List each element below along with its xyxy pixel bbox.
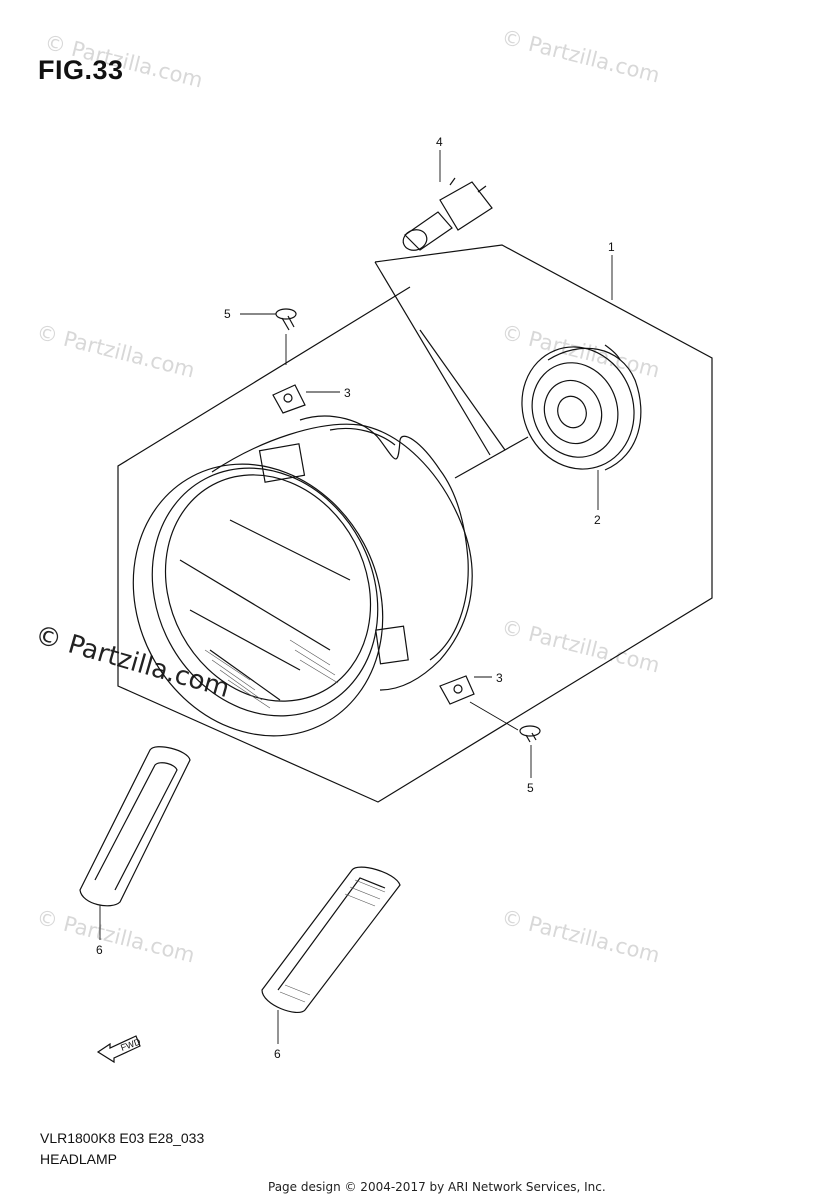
callout-2: 2 — [594, 513, 601, 527]
fwd-arrow — [96, 1035, 141, 1064]
side-reflector-left — [79, 746, 191, 907]
callout-1: 1 — [608, 240, 615, 254]
nut-upper — [272, 384, 306, 414]
nut-lower — [439, 675, 475, 705]
callout-6-left: 6 — [96, 943, 103, 957]
rubber-cap — [521, 344, 642, 471]
callout-6-right: 6 — [274, 1047, 281, 1061]
side-reflector-right — [261, 866, 401, 1013]
leader-lines — [99, 150, 613, 1044]
callout-5-lower: 5 — [527, 781, 534, 795]
copyright-footer: Page design © 2004-2017 by ARI Network S… — [268, 1180, 606, 1194]
bulb — [402, 177, 493, 251]
callout-4: 4 — [436, 135, 443, 149]
screw-lower — [519, 725, 541, 743]
diagram-caption: HEADLAMP — [40, 1151, 118, 1167]
callout-3-upper: 3 — [344, 386, 351, 400]
side-reflector-hatch — [279, 879, 386, 1003]
callout-3-lower: 3 — [496, 671, 503, 685]
headlamp-housing — [132, 415, 473, 737]
figure-title: FIG.33 — [38, 55, 124, 85]
model-code: VLR1800K8 E03 E28_033 — [40, 1130, 205, 1146]
callout-5-upper: 5 — [224, 307, 231, 321]
screw-upper — [275, 308, 297, 331]
assembly-outline — [117, 244, 713, 803]
headlamp-reflector-hatch — [204, 639, 339, 709]
